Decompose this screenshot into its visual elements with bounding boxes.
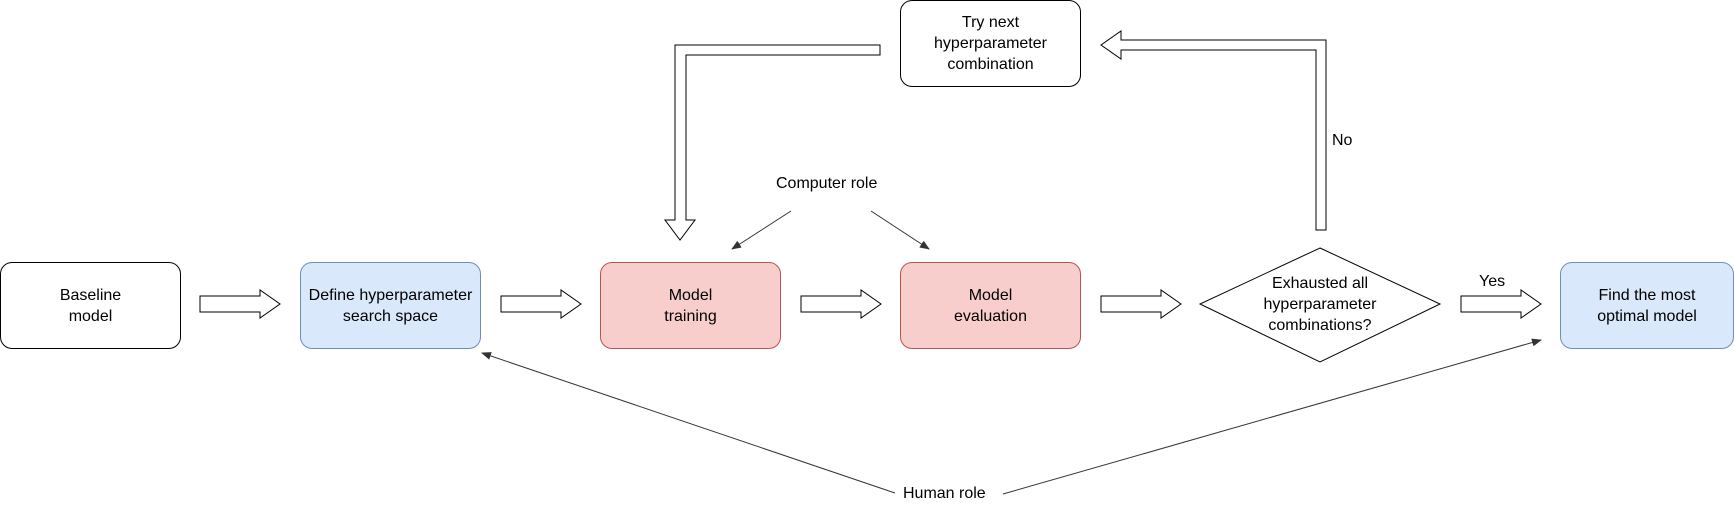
decision-line3: combinations? <box>1268 316 1372 334</box>
find-optimal-model-node: Find the most optimal model <box>1560 262 1734 349</box>
no-label: No <box>1332 131 1353 151</box>
model-training-line2: training <box>664 307 717 325</box>
try-next-line1: Try next <box>961 14 1020 31</box>
model-training-node: Model training <box>600 262 781 349</box>
no-loop-arrow <box>1100 30 1327 231</box>
try-next-line2: hyperparameter <box>934 35 1047 52</box>
try-next-combination-node: Try next hyperparameter combination <box>900 0 1081 87</box>
baseline-model-line1: Baseline <box>59 286 122 304</box>
decision-diamond <box>1198 247 1442 363</box>
computer-role-arrow-evaluation <box>870 210 930 250</box>
model-evaluation-node: Model evaluation <box>900 262 1081 349</box>
model-training-line1: Model <box>668 286 713 304</box>
computer-role-label: Computer role <box>776 174 878 194</box>
baseline-model-line2: model <box>68 307 113 325</box>
define-search-space-line1: Define hyperparameter <box>308 286 473 304</box>
flow-arrow-define-to-training <box>500 289 582 319</box>
computer-role-arrow-training <box>731 210 792 250</box>
model-evaluation-line2: evaluation <box>954 307 1027 325</box>
try-next-line3: combination <box>947 56 1034 73</box>
human-role-arrow-define <box>481 352 896 494</box>
human-role-arrow-optimal <box>1002 338 1542 495</box>
retry-loop-arrow <box>664 44 881 241</box>
flow-arrow-baseline-to-define <box>199 289 281 319</box>
define-search-space-node: Define hyperparameter search space <box>300 262 481 349</box>
baseline-model-node: Baseline model <box>0 262 181 349</box>
yes-label: Yes <box>1479 272 1506 292</box>
find-optimal-model-line1: Find the most <box>1598 286 1696 304</box>
decision-line2: hyperparameter <box>1263 295 1377 313</box>
define-search-space-line2: search space <box>342 307 439 325</box>
human-role-label: Human role <box>903 484 986 504</box>
find-optimal-model-line2: optimal model <box>1597 307 1697 325</box>
model-evaluation-line1: Model <box>968 286 1013 304</box>
decision-line1: Exhausted all <box>1271 274 1369 292</box>
flow-arrow-decision-to-optimal <box>1460 289 1542 319</box>
flow-arrow-evaluation-to-decision <box>1100 289 1182 319</box>
flow-arrow-training-to-evaluation <box>800 289 882 319</box>
decision-text: Exhausted all hyperparameter combination… <box>1220 262 1420 346</box>
